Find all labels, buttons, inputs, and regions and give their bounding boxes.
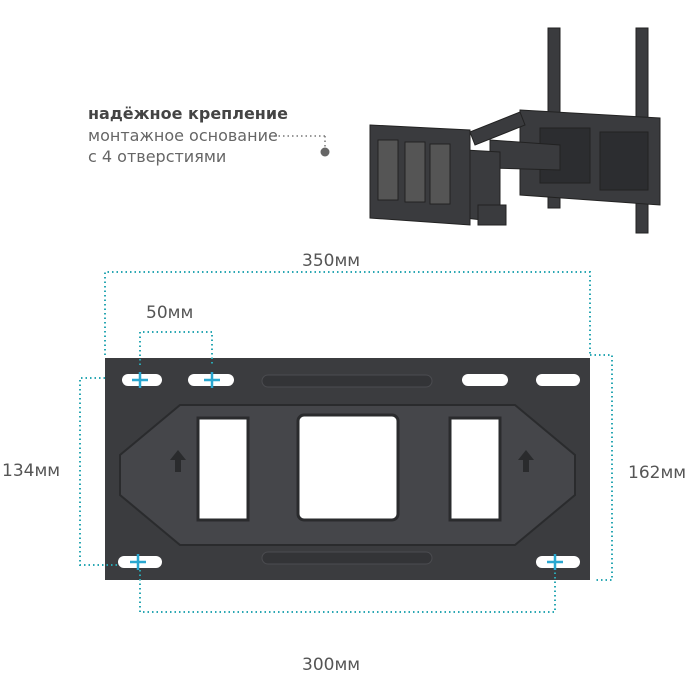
callout-line-2: с 4 отверстиями — [88, 147, 227, 166]
dimension-slot-spacing: 50мм — [146, 303, 194, 323]
dimension-height-inner: 134мм — [2, 461, 61, 481]
callout-leader — [265, 135, 330, 157]
dimension-height-total: 162мм — [628, 463, 687, 483]
callout-line-1: монтажное основание — [88, 126, 278, 145]
dimension-width-total: 350мм — [302, 251, 361, 271]
dimension-lines — [79, 271, 613, 613]
dimension-width-holes: 300мм — [302, 655, 361, 675]
mounting-plate — [105, 358, 590, 580]
hole-markers — [130, 372, 563, 570]
callout-title: надёжное крепление — [88, 104, 288, 123]
tv-bracket-photo — [369, 27, 661, 234]
